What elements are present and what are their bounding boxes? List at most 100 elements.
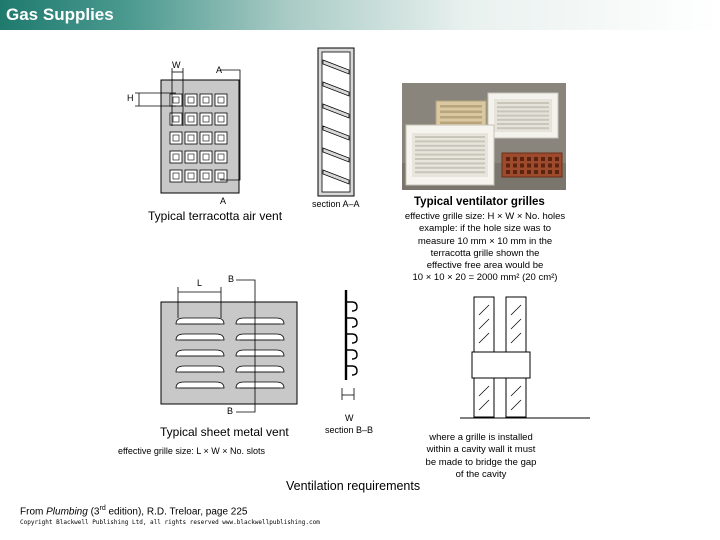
terracotta-hole-inner <box>172 172 180 180</box>
label-b-top: B <box>228 274 235 284</box>
photo-white-grille-slot <box>497 114 549 117</box>
sheet-metal-slot <box>175 333 225 341</box>
terracotta-hole-inner <box>172 96 180 104</box>
terracotta-hole-inner <box>202 172 210 180</box>
photo-white-grille-slot <box>415 158 485 160</box>
photo-brick-hole <box>527 163 531 168</box>
terracotta-hole <box>184 131 198 145</box>
photo-brick-hole <box>555 170 559 174</box>
photo-tan-grille-slot <box>440 116 482 119</box>
terracotta-hole <box>214 169 228 183</box>
cavity-hatch-mark <box>510 304 522 316</box>
section-a-a-louvre <box>322 59 350 75</box>
terracotta-hole <box>184 169 198 183</box>
sheet-metal-slot <box>235 365 285 373</box>
photo-brick-hole <box>555 163 559 168</box>
slide-title: Gas Supplies <box>6 5 114 24</box>
label-h: H <box>127 93 134 103</box>
cavity-hatch-mark <box>478 304 490 316</box>
terracotta-hole <box>169 93 183 107</box>
terracotta-hole-inner <box>217 96 225 104</box>
section-a-a-louvre <box>322 169 350 185</box>
section-b-b-hook <box>346 317 358 328</box>
photo-white-grille-slot <box>497 118 549 121</box>
terracotta-hole-inner <box>217 153 225 161</box>
photo-white-grille-slot <box>497 106 549 109</box>
terracotta-hole-inner <box>202 115 210 123</box>
label-l: L <box>197 278 203 288</box>
terracotta-hole-inner <box>187 96 195 104</box>
terracotta-hole-inner <box>187 153 195 161</box>
ventilator-text-line: measure 10 mm × 10 mm in the <box>417 235 553 247</box>
photo-white-grille-slot <box>415 136 485 138</box>
cavity-text-line: of the cavity <box>455 468 507 480</box>
photo-brick-hole <box>534 157 538 161</box>
photo-brick-hole <box>534 163 538 168</box>
a-section-line <box>220 69 241 181</box>
photo-tan-grille-slot <box>440 110 482 113</box>
section-a-a-label: section A–A <box>312 199 360 209</box>
terracotta-hole <box>199 150 213 164</box>
source-suffix: edition), R.D. Treloar, page 225 <box>105 506 248 518</box>
photo-brick-hole <box>555 157 559 161</box>
terracotta-hole-inner <box>172 153 180 161</box>
terracotta-hole-inner <box>217 172 225 180</box>
photo-brick-hole <box>506 170 510 174</box>
source-prefix: From <box>20 506 47 518</box>
label-a-top: A <box>216 65 223 75</box>
section-b-b-label: section B–B <box>325 425 374 435</box>
copyright: Copyright Blackwell Publishing Ltd, all … <box>20 519 320 526</box>
terracotta-hole-inner <box>202 153 210 161</box>
photo-brick-hole <box>548 163 552 168</box>
ventilator-caption: Typical ventilator grilles <box>414 196 545 208</box>
cavity-hatch-mark <box>478 385 490 397</box>
photo-tan-grille-slot <box>440 121 482 124</box>
photo-white-grille-slot <box>497 110 549 113</box>
photo-brick-hole <box>541 170 545 174</box>
terracotta-hole-inner <box>172 134 180 142</box>
photo-brick-hole <box>541 157 545 161</box>
photo-tan-grille-slot <box>440 105 482 108</box>
source-edition-open: (3 <box>87 506 100 518</box>
sheet-metal-slot <box>235 317 285 325</box>
photo-brick-hole <box>506 163 510 168</box>
terracotta-hole <box>199 131 213 145</box>
terracotta-hole-inner <box>202 134 210 142</box>
section-b-b-hook <box>346 301 358 312</box>
terracotta-hole <box>199 112 213 126</box>
cavity-hatch-mark <box>510 399 522 411</box>
terracotta-hole <box>169 131 183 145</box>
cavity-text-line: where a grille is installed <box>429 432 533 443</box>
sheet-metal-slot <box>175 381 225 389</box>
photo-brick-hole <box>520 163 524 168</box>
ventilator-text-line: example: if the hole size was to <box>418 223 551 235</box>
section-b-b-hook <box>346 333 358 344</box>
sheet-metal-slot <box>175 365 225 373</box>
photo-white-grille-slot <box>497 102 549 104</box>
cavity-text-line: within a cavity wall it must <box>426 444 536 456</box>
photo-brick-hole <box>541 163 545 168</box>
photo-white-grille-slot <box>415 149 485 152</box>
main-caption: Ventilation requirements <box>286 479 421 493</box>
section-a-a-louvre <box>322 103 350 119</box>
source-edition-sup: rd <box>99 505 106 512</box>
cavity-text: where a grille is installed within a cav… <box>425 432 537 481</box>
terracotta-hole <box>169 150 183 164</box>
photo-brick-hole <box>548 157 552 161</box>
photo-white-grille-slot <box>415 140 485 143</box>
sheet-metal-caption: Typical sheet metal vent <box>160 425 289 439</box>
section-a-a-louvre <box>322 147 350 163</box>
sheet-metal-slot <box>235 349 285 357</box>
ventilator-text: effective grille size: H × W × No. holes… <box>400 211 570 285</box>
terracotta-hole <box>184 150 198 164</box>
sheet-metal-slot <box>175 317 225 325</box>
sheet-metal-slot <box>235 381 285 389</box>
photo-brick-hole <box>527 170 531 174</box>
terracotta-hole-inner <box>217 134 225 142</box>
terracotta-hole <box>199 169 213 183</box>
sheet-metal-slot <box>235 333 285 341</box>
ventilator-text-line: 10 × 10 × 20 = 2000 mm² (20 cm²) <box>412 272 558 284</box>
